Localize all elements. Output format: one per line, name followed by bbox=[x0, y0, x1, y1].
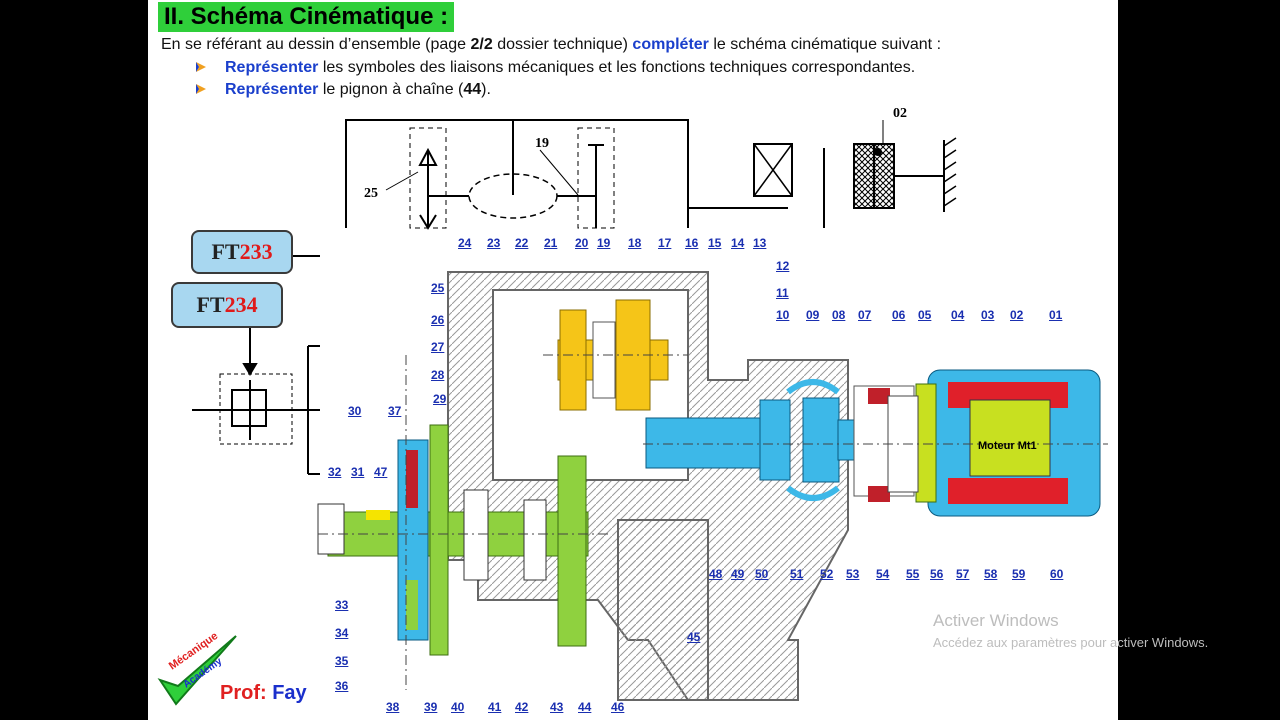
part-label-56: 56 bbox=[930, 567, 944, 581]
sketch-label-25: 25 bbox=[364, 186, 378, 201]
part-label-16: 16 bbox=[685, 236, 699, 250]
part-label-23: 23 bbox=[487, 236, 501, 250]
section-title: II. Schéma Cinématique : bbox=[158, 2, 455, 32]
part-label-40: 40 bbox=[451, 700, 465, 714]
part-label-52: 52 bbox=[820, 567, 834, 581]
part-label-04: 04 bbox=[951, 308, 965, 322]
part-label-26: 26 bbox=[431, 313, 445, 327]
part-label-49: 49 bbox=[731, 567, 745, 581]
part-label-58: 58 bbox=[984, 567, 998, 581]
part-label-17: 17 bbox=[658, 236, 672, 250]
ft233-prefix: FT bbox=[211, 239, 240, 264]
part-label-12: 12 bbox=[776, 259, 790, 273]
part-label-48: 48 bbox=[709, 567, 723, 581]
part-label-25: 25 bbox=[431, 281, 445, 295]
slide: II. Schéma Cinématique : En se référant … bbox=[148, 0, 1118, 720]
part-label-09: 09 bbox=[806, 308, 820, 322]
part-label-33: 33 bbox=[335, 598, 349, 612]
bullet-line-2: Représenter le pignon à chaîne (44). bbox=[225, 80, 491, 100]
part-label-15: 15 bbox=[708, 236, 722, 250]
part-label-11: 11 bbox=[776, 286, 789, 300]
part-label-39: 39 bbox=[424, 700, 438, 714]
part-label-34: 34 bbox=[335, 626, 349, 640]
bullet1-action: Représenter bbox=[225, 59, 319, 76]
ft234-number: 234 bbox=[224, 292, 258, 317]
part-label-22: 22 bbox=[515, 236, 529, 250]
part-label-07: 07 bbox=[858, 308, 872, 322]
part-label-45: 45 bbox=[687, 630, 701, 644]
bullet-arrow-icon bbox=[196, 84, 206, 94]
bullet2-action: Représenter bbox=[225, 81, 319, 98]
part-label-05: 05 bbox=[918, 308, 932, 322]
prof-label: Prof: bbox=[220, 682, 273, 704]
part-label-37: 37 bbox=[388, 404, 402, 418]
part-label-59: 59 bbox=[1012, 567, 1026, 581]
part-label-19: 19 bbox=[597, 236, 611, 250]
intro-text-post: le schéma cinématique suivant : bbox=[708, 36, 942, 53]
bullet2-text: le pignon à chaîne ( bbox=[318, 81, 464, 98]
part-label-30: 30 bbox=[348, 404, 362, 418]
prof-name: Fay bbox=[272, 682, 307, 704]
part-label-50: 50 bbox=[755, 567, 769, 581]
sketch-label-19: 19 bbox=[535, 136, 549, 151]
part-label-36: 36 bbox=[335, 679, 349, 693]
bullet2-num: 44 bbox=[463, 81, 482, 98]
academy-logo-icon: Mécanique Académy bbox=[157, 630, 237, 706]
kinematic-sketch bbox=[345, 119, 957, 230]
part-label-46: 46 bbox=[611, 700, 625, 714]
part-label-35: 35 bbox=[335, 654, 349, 668]
bullet-line-1: Représenter les symboles des liaisons mé… bbox=[225, 58, 915, 78]
intro-text-mid: dossier technique) bbox=[492, 36, 633, 53]
part-label-06: 06 bbox=[892, 308, 906, 322]
part-label-55: 55 bbox=[906, 567, 920, 581]
part-label-42: 42 bbox=[515, 700, 529, 714]
part-label-41: 41 bbox=[488, 700, 502, 714]
part-label-51: 51 bbox=[790, 567, 804, 581]
part-label-60: 60 bbox=[1050, 567, 1064, 581]
motor-label: Moteur Mt1 bbox=[978, 440, 1037, 452]
part-label-28: 28 bbox=[431, 368, 445, 382]
part-label-01: 01 bbox=[1049, 308, 1063, 322]
part-label-24: 24 bbox=[458, 236, 472, 250]
part-label-31: 31 bbox=[351, 465, 365, 479]
part-label-43: 43 bbox=[550, 700, 564, 714]
part-label-20: 20 bbox=[575, 236, 589, 250]
part-label-02: 02 bbox=[1010, 308, 1024, 322]
part-label-10: 10 bbox=[776, 308, 790, 322]
part-label-13: 13 bbox=[753, 236, 767, 250]
intro-text: En se référant au dessin d’ensemble (pag… bbox=[161, 36, 471, 53]
part-label-21: 21 bbox=[544, 236, 558, 250]
ft234-prefix: FT bbox=[196, 292, 225, 317]
part-label-57: 57 bbox=[956, 567, 970, 581]
ft233-box: FT233 bbox=[191, 230, 293, 274]
ft233-number: 233 bbox=[239, 239, 273, 264]
bullet1-text: les symboles des liaisons mécaniques et … bbox=[318, 59, 916, 76]
bullet-arrow-icon bbox=[196, 62, 206, 72]
part-label-44: 44 bbox=[578, 700, 592, 714]
prof-credit: Prof: Fay bbox=[220, 682, 307, 705]
part-label-32: 32 bbox=[328, 465, 342, 479]
mechanical-assembly-drawing bbox=[192, 119, 1108, 701]
intro-action: compléter bbox=[632, 36, 709, 53]
part-label-38: 38 bbox=[386, 700, 400, 714]
part-label-27: 27 bbox=[431, 340, 445, 354]
part-label-54: 54 bbox=[876, 567, 890, 581]
housing bbox=[447, 271, 849, 701]
activation-watermark-text: Accédez aux paramètres pour activer Wind… bbox=[933, 635, 1209, 650]
bullet2-end: ). bbox=[481, 81, 491, 98]
part-label-53: 53 bbox=[846, 567, 860, 581]
part-label-29: 29 bbox=[433, 392, 447, 406]
intro-page: 2/2 bbox=[470, 36, 493, 53]
part-label-08: 08 bbox=[832, 308, 846, 322]
part-label-14: 14 bbox=[731, 236, 745, 250]
part-label-03: 03 bbox=[981, 308, 995, 322]
part-label-18: 18 bbox=[628, 236, 642, 250]
activation-watermark-title: Activer Windows bbox=[933, 611, 1059, 630]
sketch-label-02: 02 bbox=[893, 106, 907, 121]
part-label-47: 47 bbox=[374, 465, 388, 479]
ft234-box: FT234 bbox=[171, 282, 283, 328]
intro-line: En se référant au dessin d’ensemble (pag… bbox=[161, 35, 941, 55]
upper-pinion-assembly bbox=[557, 299, 669, 411]
ft-function-diagram bbox=[192, 255, 320, 475]
